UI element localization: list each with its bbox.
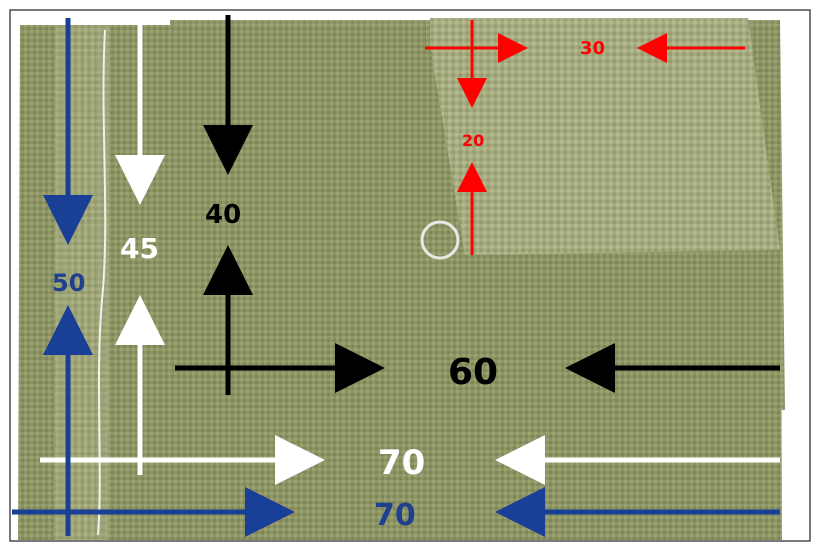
red-width-label: 30 [580, 38, 605, 59]
white-height-label: 45 [120, 232, 159, 265]
red-height-label: 20 [462, 131, 484, 150]
black-height-label: 40 [205, 200, 241, 230]
sack-small [430, 18, 780, 255]
seam-left [97, 29, 107, 536]
blue-width-label: 70 [374, 498, 416, 533]
chain-hook [420, 220, 460, 260]
blue-height-label: 50 [52, 269, 85, 297]
white-width-label: 70 [378, 443, 425, 483]
black-width-label: 60 [448, 352, 498, 393]
